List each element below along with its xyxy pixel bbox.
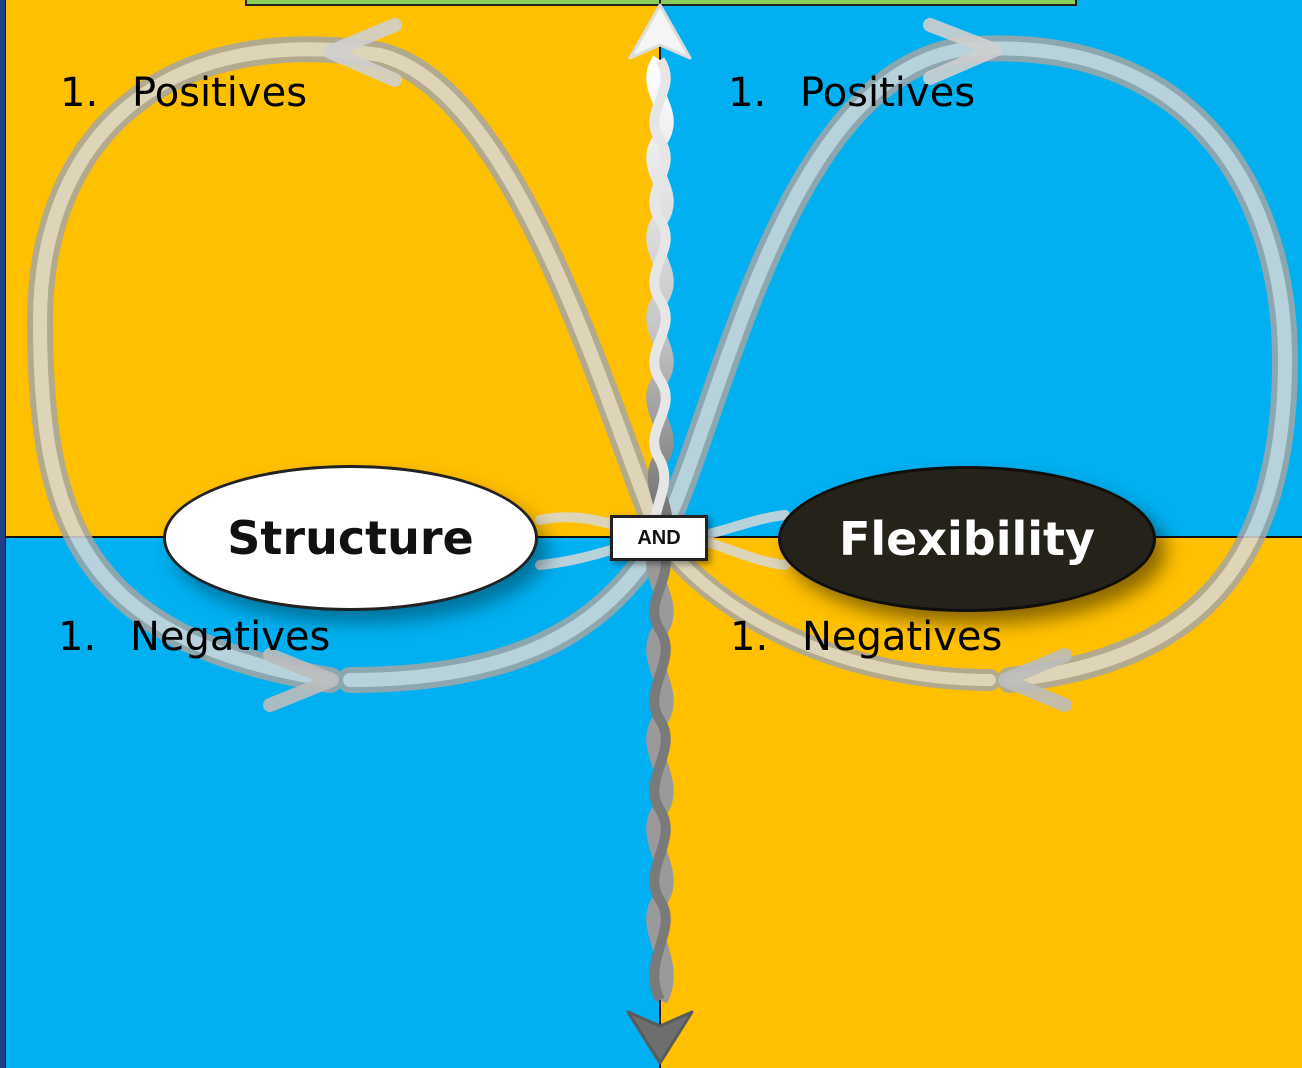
quadrant-bottom-left-label: 1.Negatives <box>58 614 331 660</box>
vertical-twisted-arrow <box>646 55 674 1004</box>
quadrant-top-right-label: 1.Positives <box>728 70 976 116</box>
pole-flexibility: Flexibility <box>778 466 1156 612</box>
up-arrow-icon <box>628 3 692 60</box>
down-arrow-icon <box>626 1010 694 1065</box>
arrowhead-top-right-icon <box>923 18 1002 85</box>
and-connector: AND <box>610 515 708 561</box>
arrowhead-bottom-left-icon <box>263 648 339 712</box>
infinity-loop-arrows-icon <box>26 35 1299 693</box>
arrowhead-top-left-icon <box>323 18 402 87</box>
quadrant-top-left-label: 1.Positives <box>60 70 308 116</box>
pole-structure: Structure <box>163 465 538 611</box>
quadrant-bottom-right-label: 1.Negatives <box>730 614 1003 660</box>
quadrant-bottom-left <box>6 537 660 1068</box>
arrowhead-bottom-right-icon <box>998 648 1072 712</box>
